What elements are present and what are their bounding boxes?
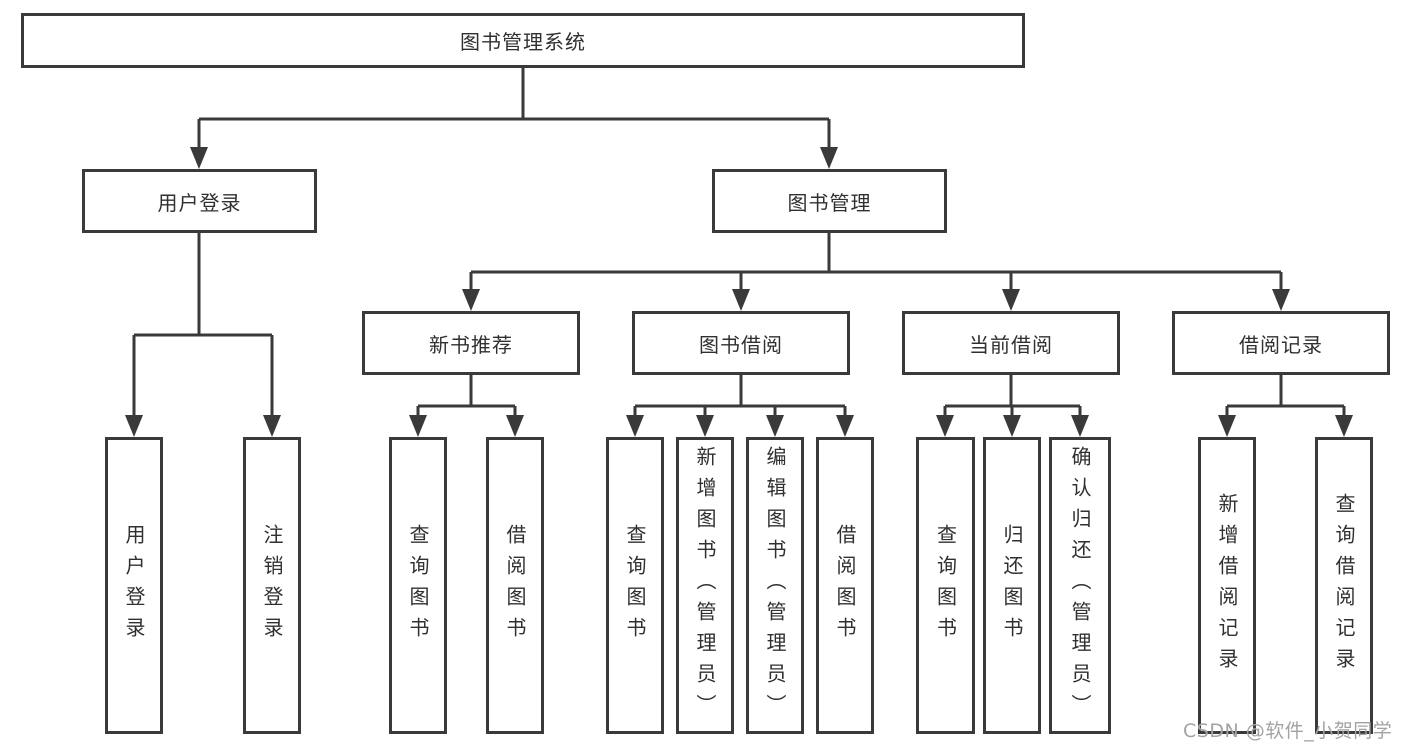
leaf-add-borrow-record: 新增借阅记录 <box>1198 437 1256 734</box>
node-book-borrow: 图书借阅 <box>632 311 850 375</box>
node-root-label: 图书管理系统 <box>460 30 586 54</box>
connector-root-split <box>190 68 838 169</box>
leaf-edit-books-admin-label: 编辑图书（管理员） <box>763 446 787 725</box>
connector-user-login-split <box>125 233 281 437</box>
leaf-confirm-return-admin-label: 确认归还（管理员） <box>1068 446 1092 725</box>
leaf-add-books-admin: 新增图书（管理员） <box>676 437 734 734</box>
node-root: 图书管理系统 <box>21 13 1025 68</box>
connector-current-borrow-split <box>936 375 1089 437</box>
node-current-borrow-label: 当前借阅 <box>969 332 1053 357</box>
node-user-login-label: 用户登录 <box>157 190 242 215</box>
leaf-return-books: 归还图书 <box>983 437 1041 734</box>
leaf-logout-label: 注销登录 <box>260 523 284 648</box>
leaf-borrow-query-books-label: 查询图书 <box>623 523 647 648</box>
node-book-borrow-label: 图书借阅 <box>699 332 783 357</box>
leaf-edit-books-admin: 编辑图书（管理员） <box>746 437 804 734</box>
node-new-book-recommend: 新书推荐 <box>362 311 580 375</box>
connector-borrow-records-split <box>1218 375 1353 437</box>
leaf-borrow-borrow-books: 借阅图书 <box>816 437 874 734</box>
csdn-watermark: CSDN @软件_小贺同学 <box>1183 720 1393 742</box>
connector-book-borrow-split <box>626 375 854 437</box>
leaf-query-borrow-record: 查询借阅记录 <box>1315 437 1373 734</box>
node-user-login: 用户登录 <box>82 169 317 233</box>
leaf-current-query-books-label: 查询图书 <box>933 523 958 648</box>
leaf-logout: 注销登录 <box>243 437 301 734</box>
leaf-return-books-label: 归还图书 <box>1000 523 1024 648</box>
node-borrow-records: 借阅记录 <box>1172 311 1390 375</box>
leaf-recommend-query-books-label: 查询图书 <box>406 523 430 648</box>
leaf-add-books-admin-label: 新增图书（管理员） <box>693 446 717 725</box>
node-borrow-records-label: 借阅记录 <box>1239 332 1323 357</box>
node-new-book-recommend-label: 新书推荐 <box>429 332 513 357</box>
node-book-management: 图书管理 <box>712 169 947 233</box>
leaf-borrow-borrow-books-label: 借阅图书 <box>833 523 857 648</box>
node-current-borrow: 当前借阅 <box>902 311 1120 375</box>
leaf-user-login-label: 用户登录 <box>122 523 146 648</box>
leaf-recommend-query-books: 查询图书 <box>389 437 447 734</box>
node-book-management-label: 图书管理 <box>787 190 872 215</box>
leaf-query-borrow-record-label: 查询借阅记录 <box>1332 492 1356 679</box>
connector-new-book-recommend-split <box>409 375 524 437</box>
leaf-add-borrow-record-label: 新增借阅记录 <box>1215 492 1239 679</box>
connector-book-management-split <box>462 233 1290 311</box>
leaf-recommend-borrow-books-label: 借阅图书 <box>503 523 527 648</box>
leaf-borrow-query-books: 查询图书 <box>606 437 664 734</box>
leaf-recommend-borrow-books: 借阅图书 <box>486 437 544 734</box>
leaf-user-login: 用户登录 <box>105 437 163 734</box>
leaf-current-query-books: 查询图书 <box>916 437 975 734</box>
leaf-confirm-return-admin: 确认归还（管理员） <box>1049 437 1111 734</box>
